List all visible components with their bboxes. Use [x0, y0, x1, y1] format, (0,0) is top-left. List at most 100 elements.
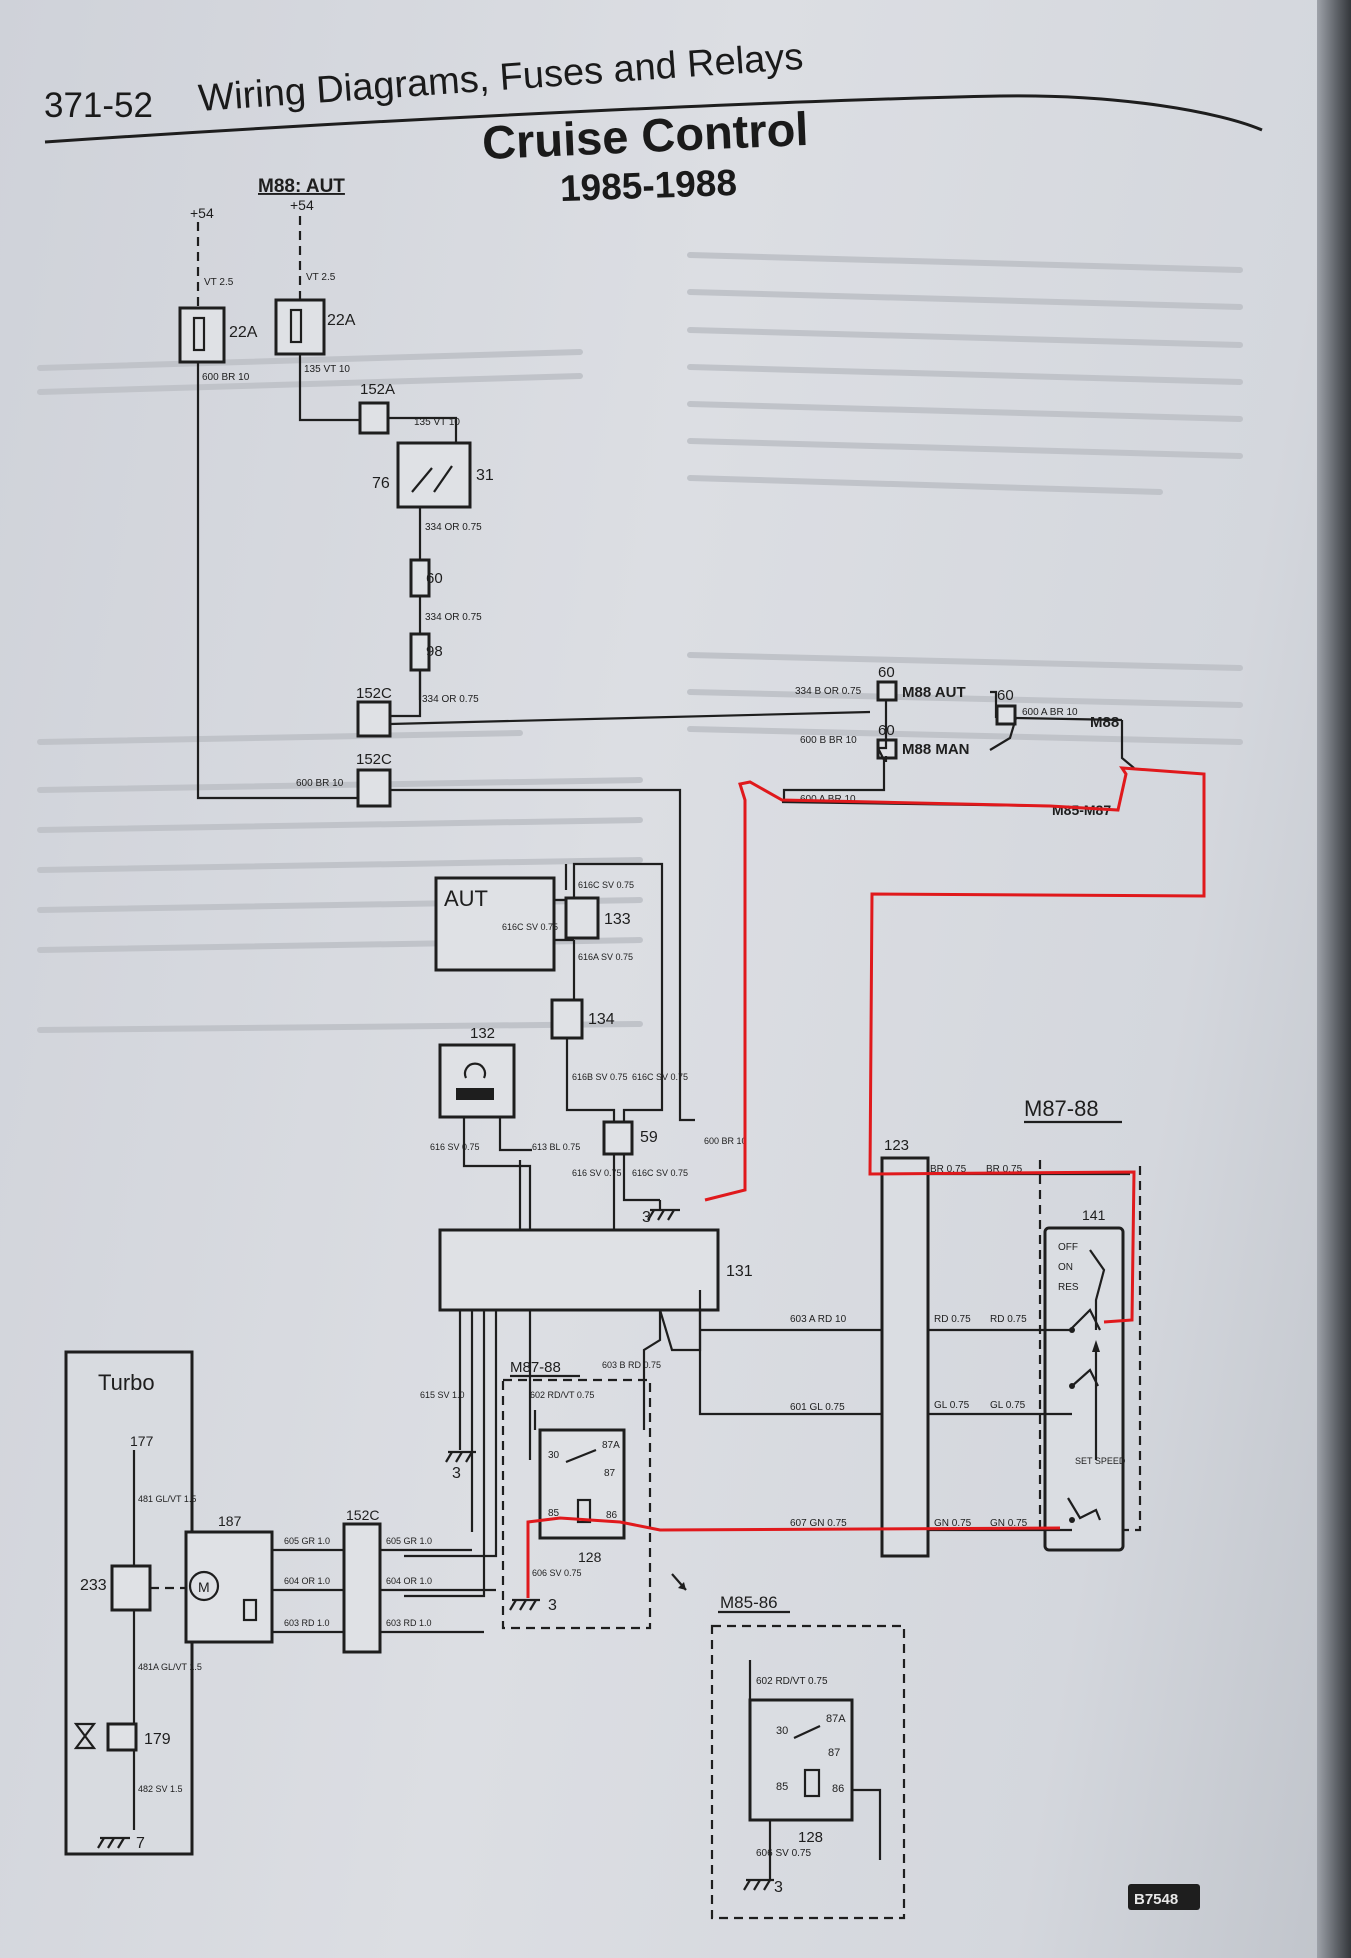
connector-label: 60 [997, 687, 1014, 704]
connector-59 [602, 1120, 634, 1156]
wire-label: VT 2.5 [204, 277, 234, 288]
wire-label: GL 0.75 [934, 1400, 970, 1411]
wire-label: GN 0.75 [934, 1518, 972, 1529]
connector-152c-upper [356, 700, 392, 738]
switch-label: 132 [470, 1025, 495, 1042]
connector-label: 60 [878, 664, 895, 681]
connector-123 [880, 1156, 930, 1558]
wire-label: 334 OR 0.75 [425, 612, 482, 623]
wire-label: BR 0.75 [930, 1164, 967, 1175]
wire-to-switch [388, 416, 458, 445]
wire-label: 616A SV 0.75 [578, 952, 633, 962]
wire-label: 602 RD/VT 0.75 [756, 1676, 828, 1687]
ground-label: 3 [452, 1465, 461, 1482]
relay-model-label: M87-88 [510, 1359, 561, 1376]
wire-label: VT 2.5 [306, 272, 336, 283]
switch-position-res: RES [1058, 1282, 1079, 1293]
connector-133 [564, 896, 600, 940]
brake-switch-76-31: 76 31 [372, 441, 494, 509]
wire-label: 602 RD/VT 0.75 [530, 1390, 594, 1400]
connector-152a [358, 401, 390, 435]
wire-label: 604 OR 1.0 [284, 1576, 330, 1586]
relay-number: 128 [798, 1829, 823, 1846]
wire-label: 616C SV 0.75 [632, 1072, 688, 1082]
connector-label: 59 [640, 1129, 658, 1146]
wire-label: 606 SV 0.75 [756, 1848, 811, 1859]
motor-label: M [198, 1579, 210, 1595]
connector-134 [550, 998, 584, 1040]
connector-152c-lower [356, 768, 392, 808]
model-label: M88 AUT [902, 684, 966, 701]
ground-label: 3 [548, 1597, 557, 1614]
wire-label: 613 BL 0.75 [532, 1142, 580, 1152]
model-label-m87-88: M87-88 [1024, 1096, 1099, 1121]
pin-86: 86 [606, 1510, 618, 1521]
turbo-box: Turbo 177 481 GL/VT 1.5 233 481A GL/VT 1… [64, 1350, 202, 1856]
wire-label: 616C SV 0.75 [502, 922, 558, 932]
wire-label: 603 RD 1.0 [386, 1618, 432, 1628]
wire-label: 334 B OR 0.75 [795, 686, 862, 697]
page-edge-shadow [1317, 0, 1351, 1958]
wire-label: 616 SV 0.75 [572, 1168, 622, 1178]
connector-label: 152C [346, 1507, 379, 1523]
figure-code: B7548 [1134, 1891, 1178, 1908]
wire-label: RD 0.75 [934, 1314, 971, 1325]
connector-label: 60 [426, 570, 443, 587]
wire-label: 481A GL/VT 1.5 [138, 1662, 202, 1672]
faded-background-lines [37, 252, 1243, 1033]
connector-label: 152C [356, 751, 392, 768]
wire-label: 603 RD 1.0 [284, 1618, 330, 1628]
aut-label: AUT [444, 886, 488, 911]
pin-85: 85 [776, 1781, 788, 1793]
terminal-54-left: +54 [190, 205, 214, 221]
wire-label: BR 0.75 [986, 1164, 1023, 1175]
connector-60-m88 [995, 704, 1017, 726]
wire-label: 600 B BR 10 [800, 735, 857, 746]
pin-86: 86 [832, 1783, 844, 1795]
wire-label: 616C SV 0.75 [578, 880, 634, 890]
wire-label: RD 0.75 [990, 1314, 1027, 1325]
figure-code-box [1128, 1884, 1200, 1910]
wire-label: 334 OR 0.75 [425, 522, 482, 533]
switch-132: 132 [438, 1025, 516, 1119]
valve-label: 179 [144, 1731, 171, 1748]
wire-label: 615 SV 1.0 [420, 1390, 465, 1400]
relay-m85-86: M85-86 602 RD/VT 0.75 30 87A 87 85 86 12… [710, 1593, 906, 1920]
wire-m88-bridge [878, 700, 888, 750]
wire-label: 605 GR 1.0 [386, 1536, 432, 1546]
wire-label: 334 OR 0.75 [422, 694, 479, 705]
ground-label: 7 [136, 1835, 145, 1852]
pin-87a: 87A [826, 1713, 846, 1725]
ground-3-upper [647, 1200, 680, 1221]
connector-label: 152A [360, 381, 395, 398]
set-speed-label: SET SPEED [1075, 1456, 1126, 1466]
connector-60 [409, 558, 431, 598]
switch-position-off: OFF [1058, 1242, 1078, 1253]
page-number: 371-52 [44, 86, 153, 125]
control-unit-label: 131 [726, 1263, 753, 1280]
wire-label: 135 VT 10 [414, 417, 460, 428]
switch-position-on: ON [1058, 1262, 1073, 1273]
actuator-187: 187 M [184, 1513, 274, 1644]
wire-label: 605 GR 1.0 [284, 1536, 330, 1546]
wire-label: 606 SV 0.75 [532, 1568, 582, 1578]
wire-label: 481 GL/VT 1.5 [138, 1494, 196, 1504]
connector-label: 152C [356, 685, 392, 702]
connector-label: 123 [884, 1137, 909, 1154]
connector-152c-turbo [342, 1522, 382, 1654]
wire-135-vt [298, 354, 362, 422]
wire-label: 600 A BR 10 [1022, 707, 1078, 718]
pin-85: 85 [548, 1508, 560, 1519]
switch-label-31: 31 [476, 467, 494, 484]
wire-label: 616B SV 0.75 [572, 1072, 628, 1082]
pin-87: 87 [604, 1468, 616, 1479]
control-unit-131 [438, 1228, 720, 1312]
wire-label: 135 VT 10 [304, 364, 350, 375]
wire-label: 604 OR 1.0 [386, 1576, 432, 1586]
wire-label: 603 B RD 0.75 [602, 1360, 661, 1370]
wire-334-to-152c [390, 670, 422, 718]
fuse-22a-right: 22A [274, 298, 356, 356]
actuator-label: 187 [218, 1513, 242, 1529]
